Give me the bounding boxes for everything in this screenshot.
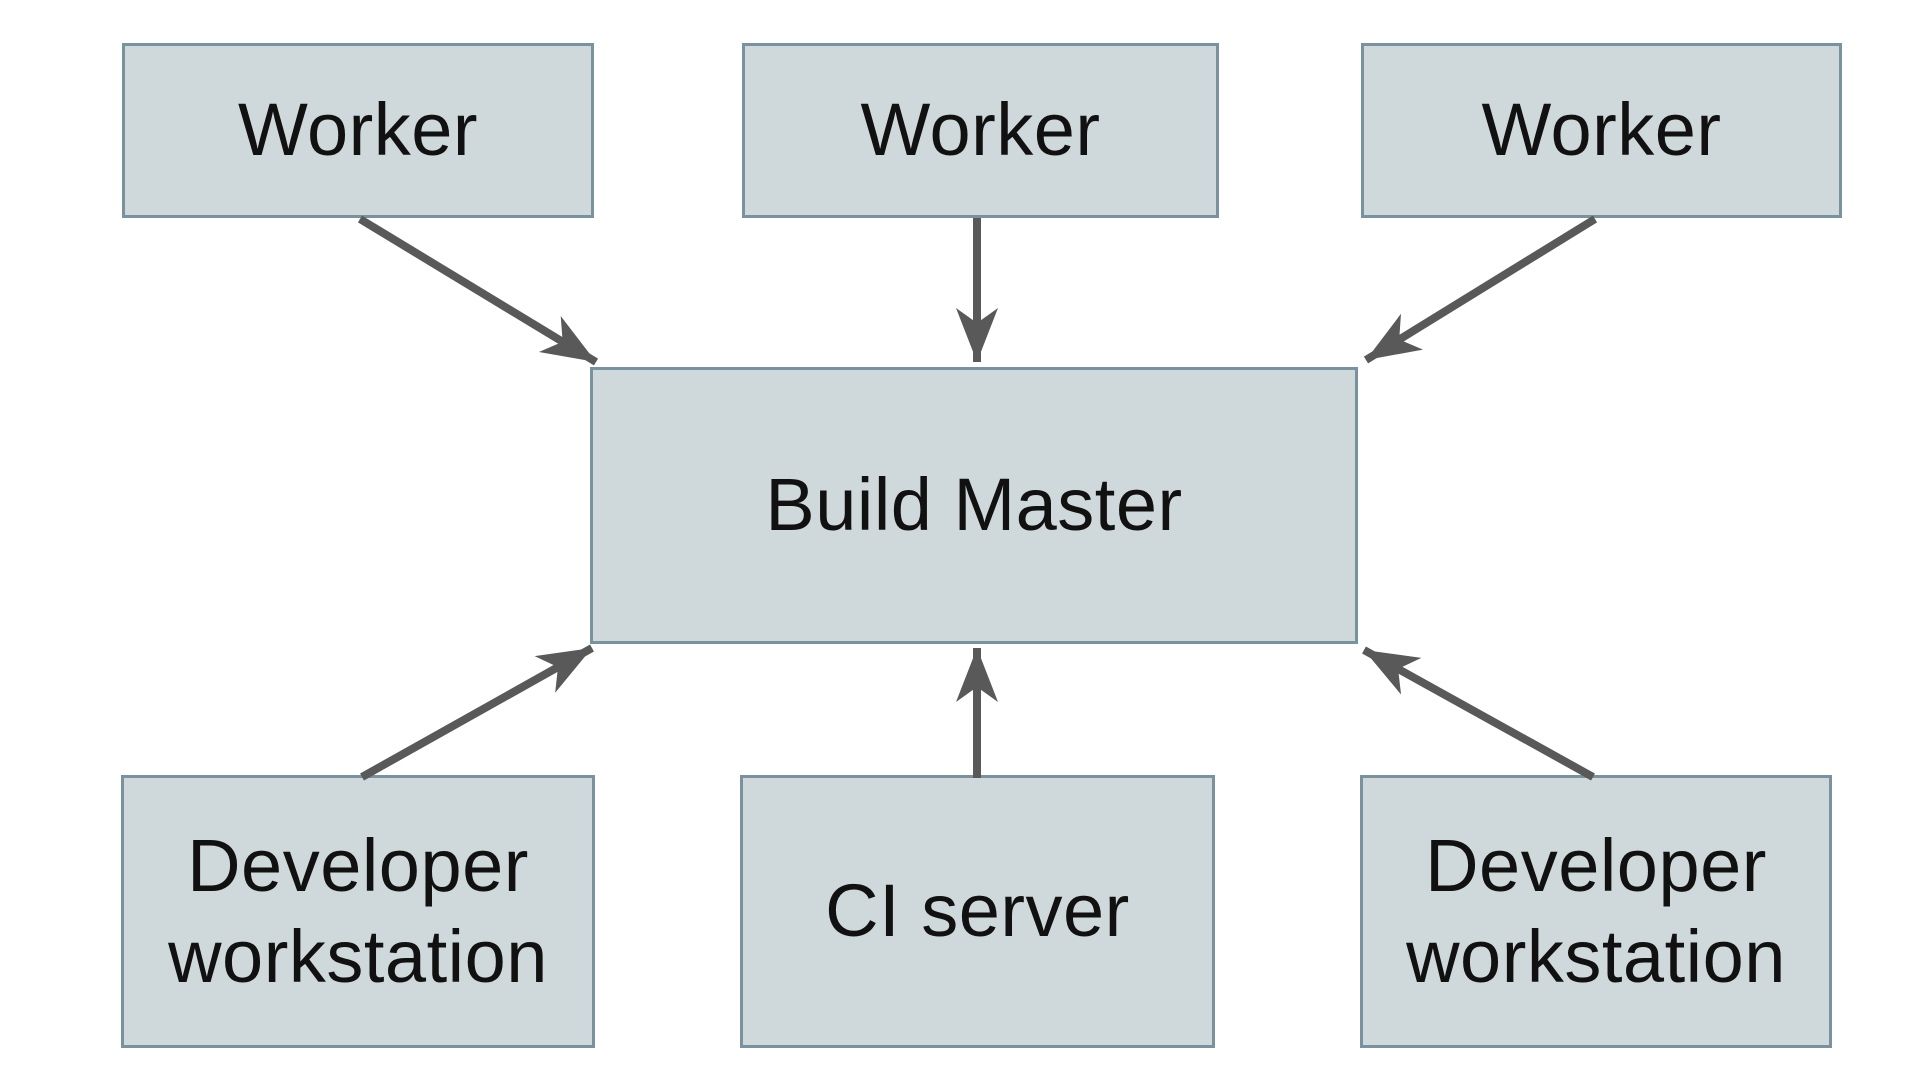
node-label: Build Master xyxy=(765,463,1183,547)
arrow-worker-top-left-to-build-master xyxy=(357,215,599,366)
node-label: Developer workstation xyxy=(168,824,548,998)
node-worker-top-left: Worker xyxy=(122,43,594,218)
node-worker-top-center: Worker xyxy=(742,43,1219,218)
node-label: Developer workstation xyxy=(1406,824,1786,998)
node-label: Worker xyxy=(237,88,479,172)
node-label: Worker xyxy=(1481,88,1722,172)
node-label: CI server xyxy=(825,869,1130,953)
arrow-developer-workstation-left-to-build-master xyxy=(360,644,594,781)
node-ci-server: CI server xyxy=(740,775,1215,1048)
node-worker-top-right: Worker xyxy=(1361,43,1842,218)
node-build-master: Build Master xyxy=(590,367,1358,644)
arrow-worker-top-right-to-build-master xyxy=(1363,215,1598,364)
arrow-developer-workstation-right-to-build-master xyxy=(1362,646,1595,781)
node-label: Worker xyxy=(860,88,1101,172)
node-developer-workstation-left: Developer workstation xyxy=(121,775,595,1048)
node-developer-workstation-right: Developer workstation xyxy=(1360,775,1832,1048)
